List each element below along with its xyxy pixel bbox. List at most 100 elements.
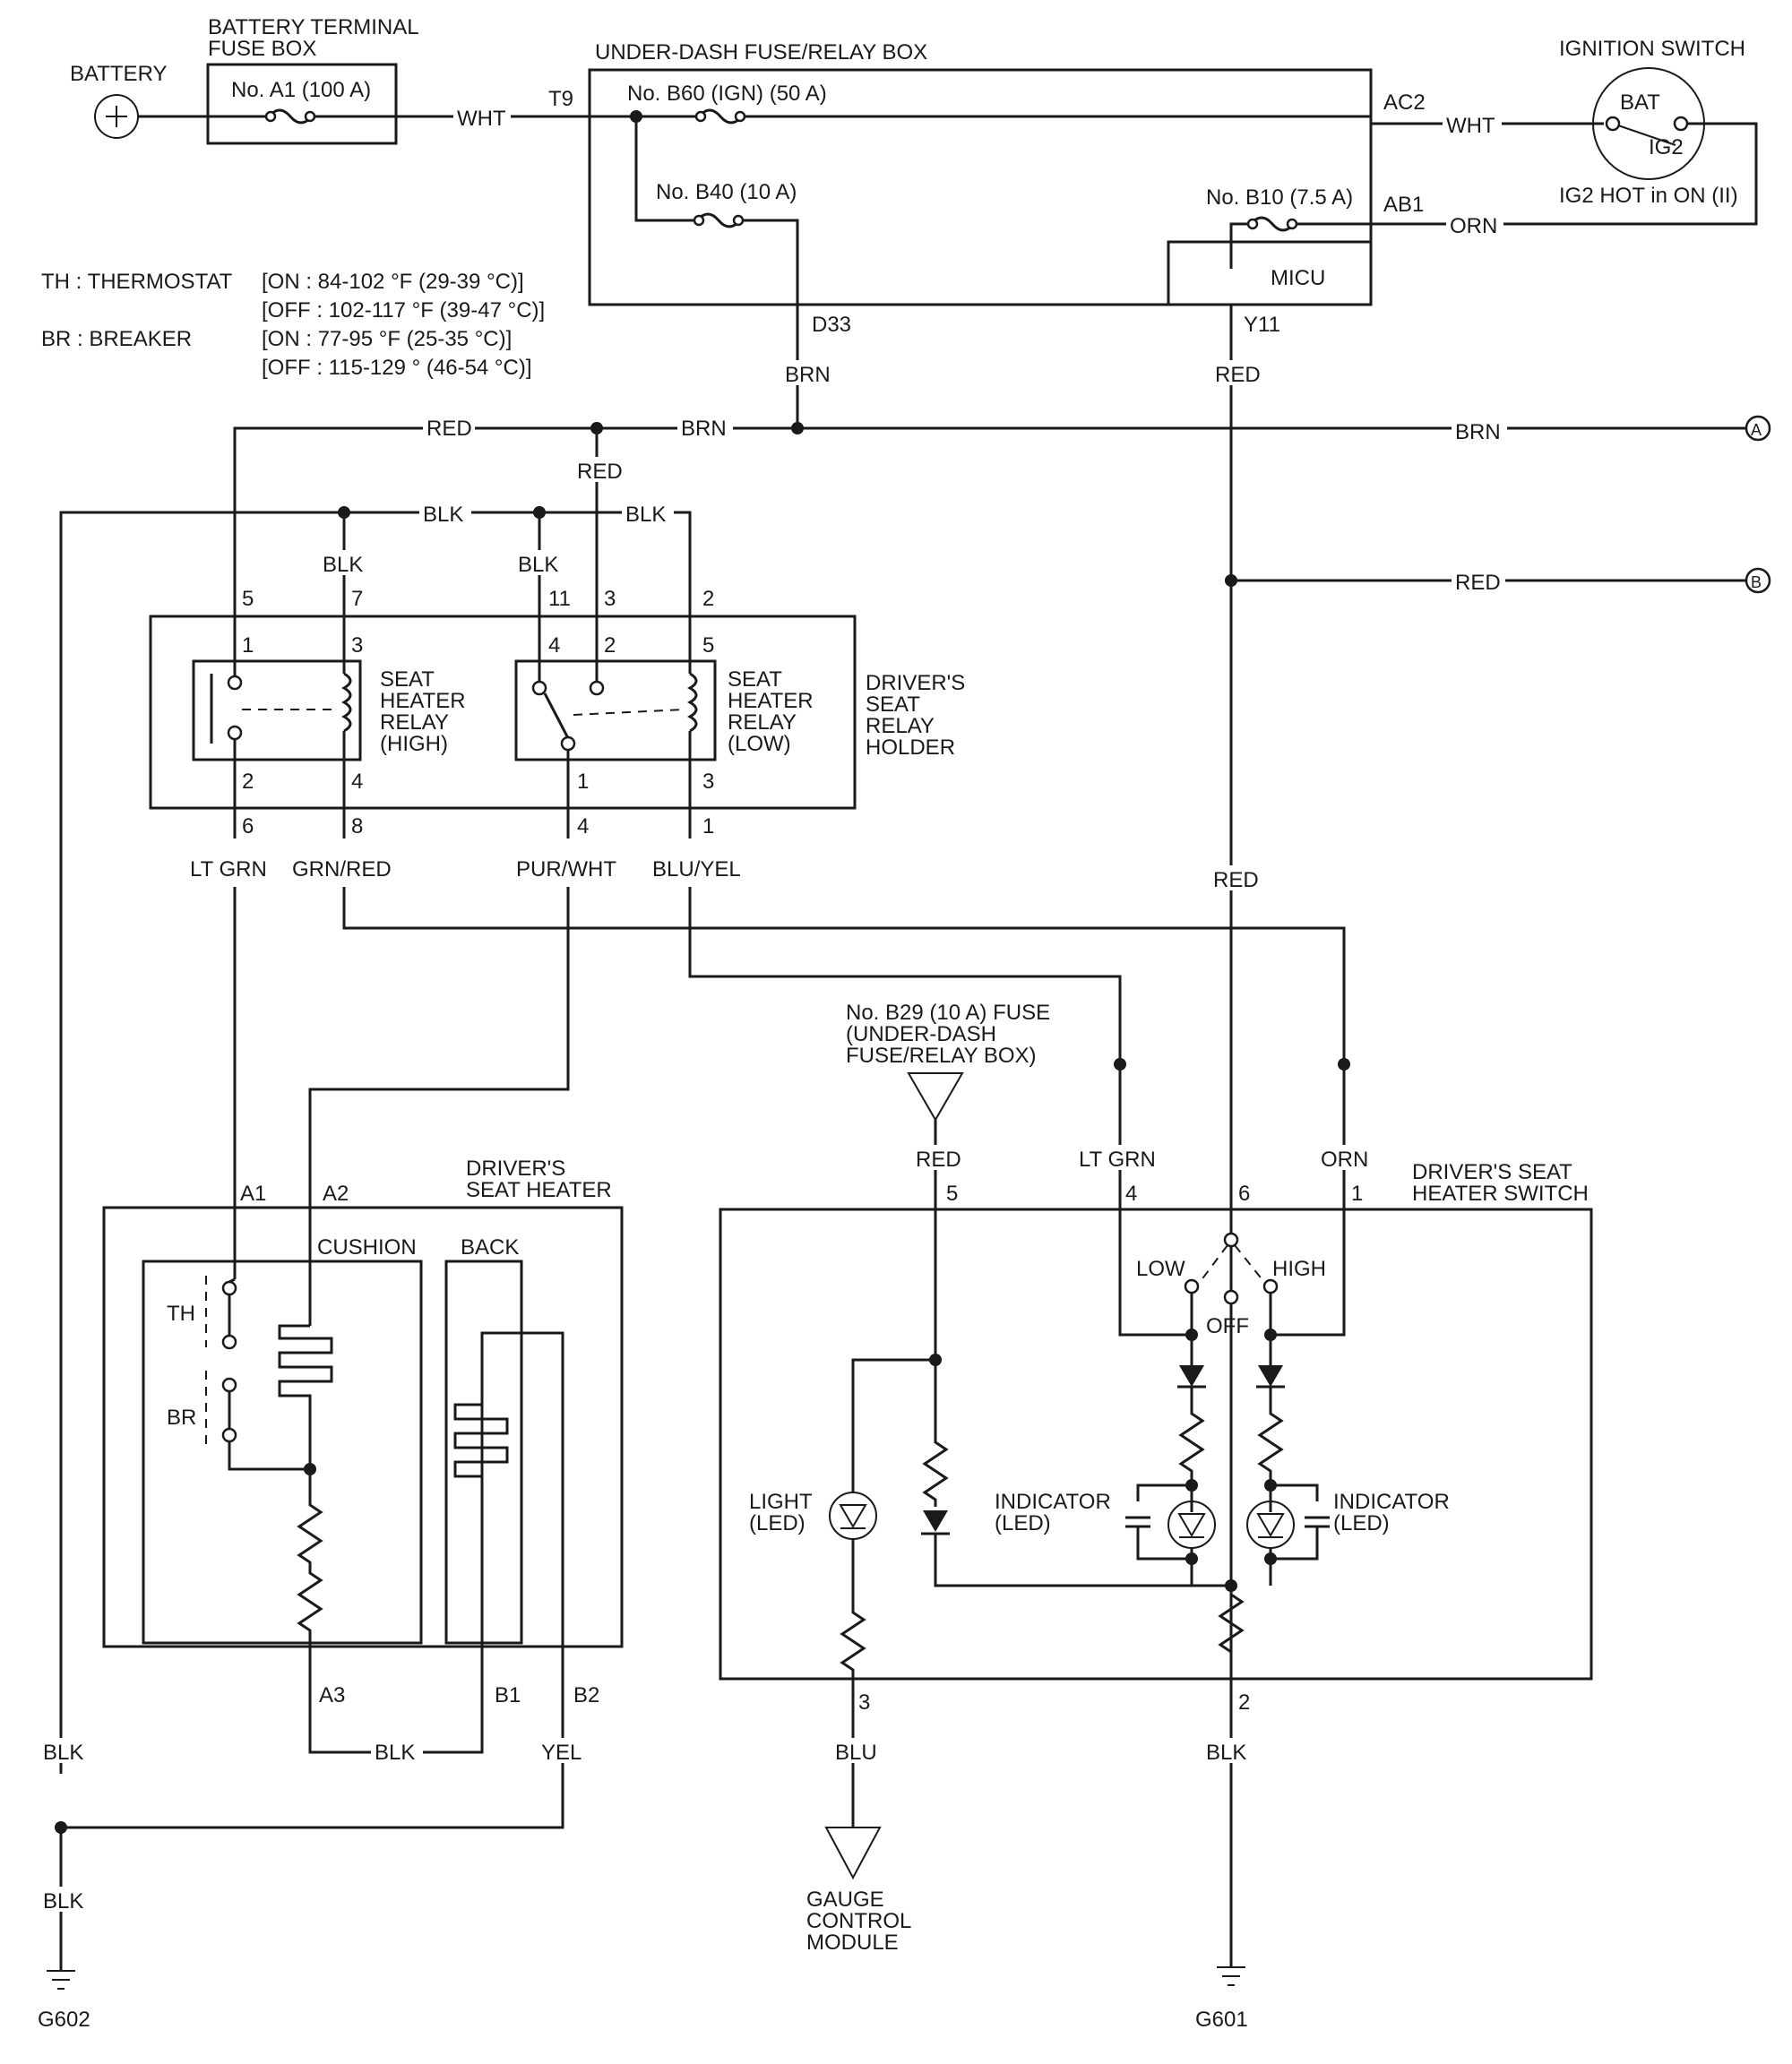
wire-wht-1: WHT: [457, 107, 506, 131]
wire-yel: YEL: [541, 1741, 582, 1765]
seat-heater-title-1: DRIVER'S: [466, 1157, 565, 1181]
conn-b2: B2: [573, 1683, 599, 1707]
relay-high-l2: HEATER: [380, 689, 466, 713]
pin-l4b: 4: [577, 814, 589, 838]
legend-th-off: [OFF : 102-117 °F (39-47 °C)]: [262, 298, 545, 322]
legend-br-on: [ON : 77-95 °F (25-35 °C)]: [262, 327, 512, 351]
wire-blk-relay-7: BLK: [323, 553, 363, 577]
drivers-seat-heater: DRIVER'S SEAT HEATER A1 A2 CUSHION TH BR…: [55, 1157, 624, 1834]
relay-high-l3: RELAY: [380, 710, 449, 735]
fuse-b29-l3: FUSE/RELAY BOX): [846, 1044, 1037, 1068]
relay-low-l2: HEATER: [728, 689, 814, 713]
conn-y11: Y11: [1244, 313, 1280, 337]
pin-l4: 4: [548, 633, 560, 658]
micu-label: MICU: [1271, 266, 1325, 290]
fuse-b29-l2: (UNDER-DASH: [846, 1022, 996, 1046]
back-label: BACK: [461, 1235, 519, 1260]
wire-lt-grn: LT GRN: [190, 857, 267, 882]
wire-wht-2: WHT: [1446, 114, 1495, 138]
offpage-a: A: [1751, 421, 1762, 439]
relay-high-l1: SEAT: [380, 667, 435, 692]
gauge-control-module: GAUGE CONTROL MODULE: [806, 1827, 911, 1955]
pin-h1: 1: [242, 633, 254, 658]
switch-high: HIGH: [1272, 1257, 1326, 1281]
battery: BATTERY: [70, 62, 167, 139]
pin-h7: 7: [351, 587, 363, 611]
pin-l3: 3: [702, 770, 714, 794]
indicator-high-l1: INDICATOR: [1333, 1490, 1450, 1514]
pin-l1: 1: [577, 770, 589, 794]
ignition-bat: BAT: [1620, 90, 1660, 115]
light-l1: LIGHT: [749, 1490, 813, 1514]
conn-a2: A2: [323, 1182, 349, 1206]
conn-d33: D33: [812, 313, 851, 337]
wire-lt-grn-sw: LT GRN: [1079, 1148, 1156, 1172]
light-l2: (LED): [749, 1511, 806, 1535]
switch-pin-4: 4: [1125, 1182, 1137, 1206]
conn-a1: A1: [240, 1182, 266, 1206]
seat-heater-title-2: SEAT HEATER: [466, 1178, 612, 1202]
pin-h8: 8: [351, 814, 363, 838]
wire-blk-g602-1: BLK: [43, 1741, 83, 1765]
wire-orn-sw: ORN: [1321, 1148, 1368, 1172]
ground-g601: G601: [1195, 1966, 1248, 2032]
fuse-b40-label: No. B40 (10 A): [656, 180, 797, 204]
pin-l2t: 2: [702, 587, 714, 611]
pin-l3t: 3: [604, 587, 616, 611]
wire-blk-a3-b1: BLK: [375, 1741, 415, 1765]
under-dash-fuse-relay-box: UNDER-DASH FUSE/RELAY BOX T9 No. B60 (IG…: [548, 40, 1426, 337]
drivers-seat-heater-switch: DRIVER'S SEAT HEATER SWITCH 5 4 6 1 LOW …: [719, 1160, 1593, 1715]
wire-red-y11: RED: [1215, 363, 1261, 387]
legend-br-off: [OFF : 115-129 ° (46-54 °C)]: [262, 356, 532, 380]
conn-b1: B1: [495, 1683, 521, 1707]
wire-grn-red: GRN/RED: [292, 857, 392, 882]
switch-title-2: HEATER SWITCH: [1412, 1182, 1589, 1206]
relay-holder-title-1: DRIVER'S: [866, 671, 965, 695]
switch-low: LOW: [1136, 1257, 1185, 1281]
pin-h5: 5: [242, 587, 254, 611]
wire-blk-relay-11: BLK: [518, 553, 558, 577]
fuse-b29-l1: No. B29 (10 A) FUSE: [846, 1001, 1050, 1025]
switch-off: OFF: [1206, 1314, 1249, 1338]
br-label: BR: [167, 1406, 196, 1430]
relay-low-l4: (LOW): [728, 732, 791, 756]
wire-blk-bus-2: BLK: [625, 503, 666, 527]
gauge-l1: GAUGE: [806, 1888, 884, 1912]
switch-title-1: DRIVER'S SEAT: [1412, 1160, 1572, 1184]
drivers-seat-relay-holder: DRIVER'S SEAT RELAY HOLDER SEAT HEATER R…: [149, 587, 965, 838]
relay-holder-title-3: RELAY: [866, 714, 935, 738]
relay-holder-title-4: HOLDER: [866, 735, 955, 760]
wire-brn-a: BRN: [1455, 420, 1501, 444]
indicator-low-l2: (LED): [995, 1511, 1051, 1535]
conn-t9: T9: [548, 87, 573, 111]
cushion-label: CUSHION: [317, 1235, 417, 1260]
wire-red-switch: RED: [1213, 868, 1259, 892]
wire-orn-ig2: ORN: [1450, 214, 1497, 238]
th-label: TH: [167, 1302, 195, 1326]
pin-l2i: 2: [604, 633, 616, 658]
switch-pin-3: 3: [858, 1690, 870, 1715]
switch-pin-2: 2: [1238, 1690, 1250, 1715]
pin-h2: 2: [242, 770, 254, 794]
ignition-title: IGNITION SWITCH: [1559, 37, 1745, 61]
ignition-switch: IGNITION SWITCH BAT IG2 IG2 HOT in ON (I…: [1559, 37, 1745, 208]
wire-brn-bus: BRN: [681, 417, 727, 441]
battery-fuse-box-title: BATTERY TERMINAL: [208, 15, 419, 39]
ground-g602: G602: [38, 1970, 90, 2032]
gauge-l3: MODULE: [806, 1931, 899, 1955]
under-dash-title: UNDER-DASH FUSE/RELAY BOX: [595, 40, 927, 64]
gauge-l2: CONTROL: [806, 1909, 911, 1933]
fuse-b10-label: No. B10 (7.5 A): [1206, 185, 1353, 210]
indicator-high-l2: (LED): [1333, 1511, 1390, 1535]
legend-th-on: [ON : 84-102 °F (29-39 °C)]: [262, 270, 524, 294]
switch-pin-1: 1: [1351, 1182, 1363, 1206]
battery-terminal-fuse-box: BATTERY TERMINAL FUSE BOX No. A1 (100 A): [206, 15, 419, 145]
pin-l5: 5: [702, 633, 714, 658]
indicator-low-l1: INDICATOR: [995, 1490, 1111, 1514]
g602-label: G602: [38, 2008, 90, 2032]
wire-red-bus: RED: [426, 417, 472, 441]
fuse-a1-label: No. A1 (100 A): [231, 78, 371, 102]
relay-low-l3: RELAY: [728, 710, 797, 735]
conn-ac2: AC2: [1383, 90, 1426, 115]
